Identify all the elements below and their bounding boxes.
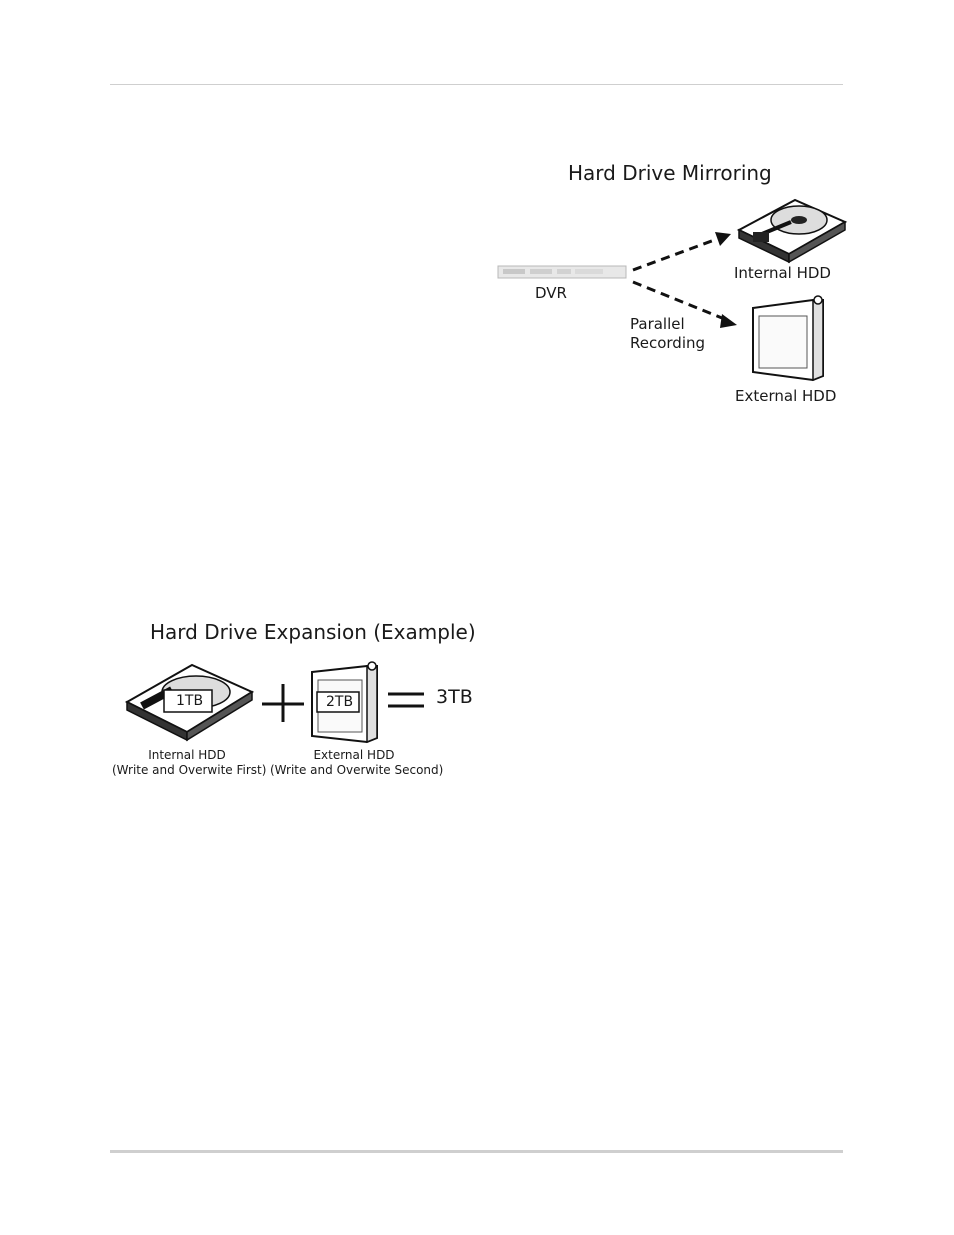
dvr-label: DVR [535, 284, 567, 302]
arrow-head-external [720, 314, 737, 328]
plus-icon [262, 684, 304, 722]
parallel-label-line2: Recording [630, 334, 705, 352]
arrow-head-internal [715, 232, 731, 246]
internal-hdd-label: Internal HDD [112, 748, 262, 762]
external-hdd-note: (Write and Overwite Second) [270, 763, 438, 777]
internal-hdd-note: (Write and Overwite First) [112, 763, 262, 777]
internal-hdd-label: Internal HDD [734, 264, 831, 282]
mirroring-diagram: Hard Drive Mirroring Internal HDD DVR Pa… [495, 150, 847, 412]
expansion-title: Hard Drive Expansion (Example) [150, 620, 476, 644]
equals-icon [388, 694, 424, 706]
mirroring-title: Hard Drive Mirroring [568, 161, 772, 185]
expansion-diagram: Hard Drive Expansion (Example) 1TB 2TB 3… [112, 610, 472, 785]
dvr-unit-icon [498, 266, 626, 278]
parallel-arrows [633, 239, 727, 320]
parallel-label-line1: Parallel [630, 315, 685, 333]
internal-capacity: 1TB [176, 693, 203, 709]
header-rule [110, 84, 843, 85]
hard-disk-drive-icon [739, 200, 845, 262]
total-capacity: 3TB [436, 686, 473, 708]
external-capacity: 2TB [326, 694, 353, 710]
footer-rule [110, 1150, 843, 1153]
external-drive-icon [753, 296, 823, 380]
external-hdd-label: External HDD [735, 387, 836, 405]
external-hdd-label: External HDD [270, 748, 438, 762]
